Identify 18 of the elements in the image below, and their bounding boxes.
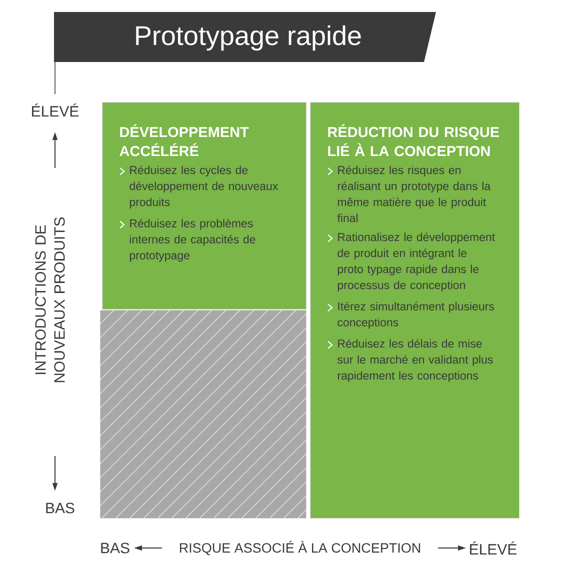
quadrant-heading: RÉDUCTION DU RISQUE LIÉ À LA CONCEPTION (328, 124, 500, 156)
bullet-item: Itérez simultanément plusieurs conceptions (328, 302, 494, 329)
axis-label: ÉLEVÉ (32, 104, 79, 116)
axis-label: BAS (101, 542, 130, 554)
axis-label: BAS (46, 502, 74, 514)
hatched-box (100, 310, 306, 518)
bullet-item: Réduisez les cycles de développement de nouveaux produits (120, 166, 278, 208)
quadrant-heading: DÉVELOPPEMENT ACCÉLÉRÉ (120, 124, 249, 156)
bullet-item: Réduisez les problèmes internes de capacités de prototypage (120, 218, 256, 262)
axis-label: RISQUE ASSOCIÉ À LA CONCEPTION (180, 540, 420, 556)
bullet-item: Réduisez les risques en réalisant un prototype dans la même matière que le produit final (328, 166, 491, 222)
title: Prototypage rapide (136, 25, 361, 51)
bullet-item: Réduisez les délais de mise sur le marché en validant plus rapidement les conceptions (328, 339, 493, 382)
bullet-item: Rationalisez le développement de produit en intégrant le proto typage rapide dans le processus de conception (328, 232, 495, 292)
quadrant-box (102, 102, 307, 310)
axis-label: ÉLEVÉ (470, 542, 517, 554)
quadrant-box (310, 102, 520, 519)
axis-label: INTRODUCTIONS DE NOUVEAUX PRODUITS (35, 217, 65, 382)
